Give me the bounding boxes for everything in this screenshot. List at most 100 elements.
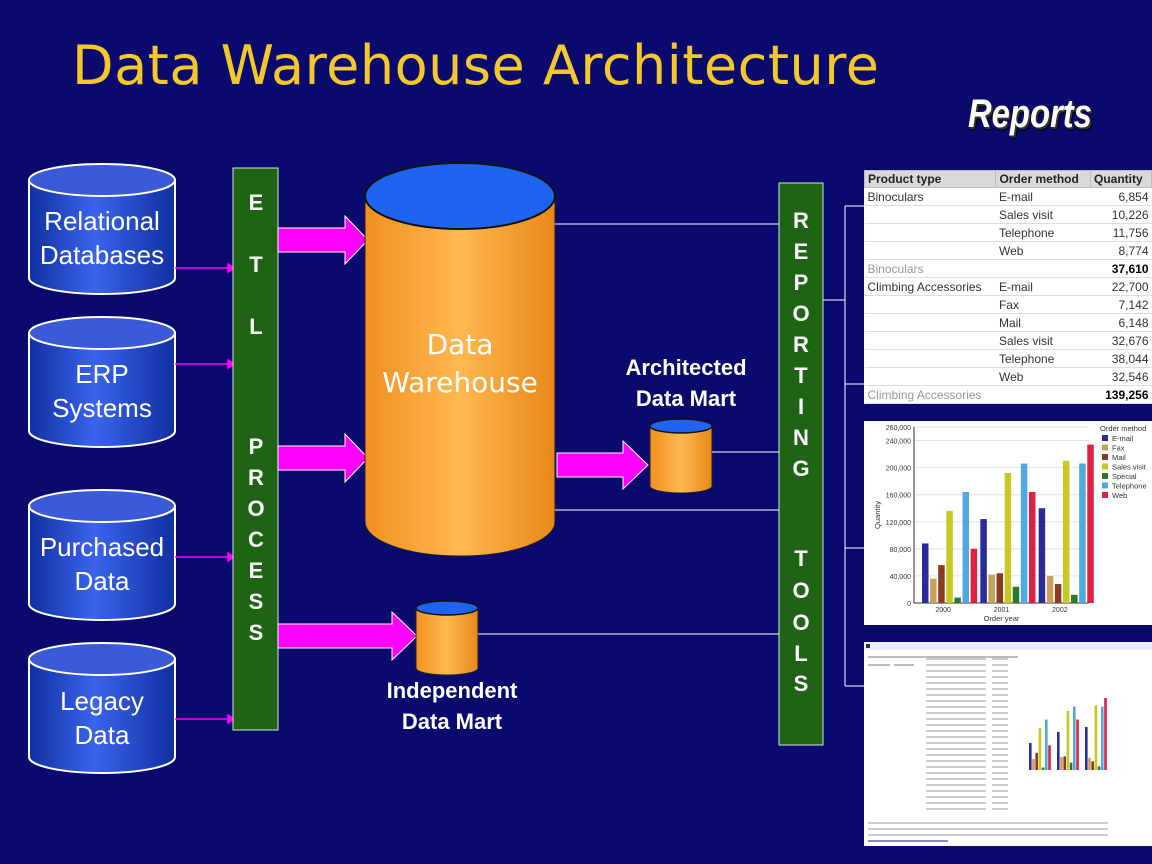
source-legacy-data-cylinder (28, 642, 176, 774)
legend-entry: Telephone (1112, 482, 1147, 491)
erp-systems-label: ERP Systems (29, 357, 175, 425)
legend-swatch (1102, 473, 1108, 479)
legend-swatch (1102, 492, 1108, 498)
reporting-letter: S (793, 671, 809, 696)
reporting-letter: T (794, 546, 808, 571)
data-warehouse-label: Data Warehouse (365, 326, 555, 402)
erp-systems-label-line2: Systems (52, 393, 152, 423)
cell-order-method: Web (995, 241, 1091, 260)
cell-quantity: 8,774 (1090, 241, 1152, 260)
reports-heading: Reports (968, 92, 1092, 136)
cell-quantity: 7,142 (1090, 295, 1152, 314)
bar-fax (988, 574, 995, 603)
etl-letter: C (248, 527, 264, 552)
etl-letter: R (248, 465, 264, 490)
column-header-product-type: Product type (863, 170, 997, 188)
y-tick-label: 0 (907, 601, 911, 608)
cell-product-type: Climbing Accessories (864, 385, 996, 404)
architected-data-mart-label: Architected Data Mart (596, 352, 776, 414)
relational-databases-label: Relational Databases (29, 204, 175, 272)
cell-order-method: E-mail (995, 187, 1091, 206)
cell-order-method: E-mail (995, 277, 1091, 296)
cell-quantity: 6,854 (1090, 187, 1152, 206)
source-connectors (175, 262, 236, 725)
cell-product-type (864, 241, 996, 260)
source-erp-systems-cylinder (28, 316, 176, 448)
legacy-data-label: Legacy Data (29, 684, 175, 752)
legend-entry: Fax (1112, 444, 1125, 453)
cell-quantity: 6,148 (1090, 313, 1152, 332)
y-tick-label: 80,000 (890, 547, 912, 554)
bar-mail (1054, 584, 1062, 603)
independent-data-mart-label-line1: Independent (386, 678, 518, 703)
report-table-panel: Product type Order method Quantity Binoc… (863, 170, 1152, 404)
erp-systems-label-line1: ERP (75, 359, 129, 389)
bar-web (1028, 491, 1036, 603)
cell-order-method: Sales visit (995, 331, 1091, 350)
bar-fax (930, 578, 937, 603)
reporting-letter: O (792, 301, 810, 326)
cell-quantity: 32,676 (1090, 331, 1152, 350)
independent-data-mart-label-line2: Data Mart (401, 709, 503, 734)
data-warehouse-cylinder (364, 162, 556, 557)
cell-order-method: Telephone (995, 349, 1091, 368)
bar-web (1087, 444, 1094, 603)
architected-data-mart-label-line1: Architected (625, 355, 747, 380)
x-tick-label: 2000 (935, 607, 951, 614)
cell-order-method (995, 385, 1091, 404)
cell-order-method: Fax (995, 295, 1091, 314)
etl-letter: O (247, 496, 265, 521)
reporting-letter: L (794, 641, 808, 666)
bar-fax (1046, 575, 1054, 603)
cell-quantity: 10,226 (1090, 205, 1152, 224)
cell-quantity: 11,756 (1090, 223, 1152, 242)
cell-order-method: Telephone (995, 223, 1091, 242)
cell-order-method (995, 259, 1091, 278)
independent-data-mart-cylinder (415, 600, 479, 676)
architected-data-mart-cylinder (649, 418, 713, 494)
etl-to-warehouse-arrow-top (277, 214, 369, 266)
bar-e-mail (980, 519, 987, 603)
cell-quantity: 139,256 (1090, 385, 1152, 404)
legend-entry: Web (1112, 491, 1127, 500)
cell-product-type (864, 313, 996, 332)
y-tick-label: 40,000 (890, 574, 912, 581)
cell-product-type (864, 331, 996, 350)
etl-to-warehouse-arrow-bottom (277, 432, 369, 484)
cell-product-type (864, 223, 996, 242)
cell-product-type: Binoculars (864, 187, 996, 206)
purchased-data-label: Purchased Data (24, 530, 180, 598)
etl-letter: P (248, 434, 264, 459)
etl-to-independent-mart-arrow (277, 610, 418, 662)
relational-databases-label-line2: Databases (39, 240, 165, 270)
legend-swatch (1102, 444, 1108, 451)
cell-product-type (864, 205, 996, 224)
legend-swatch (1102, 435, 1108, 441)
bar-mail (996, 573, 1004, 603)
source-purchased-data-cylinder (28, 489, 176, 621)
column-header-quantity: Quantity (1090, 170, 1152, 188)
cell-quantity: 38,044 (1090, 349, 1152, 368)
bar-chart-report: 040,00080,000120,000160,000200,000240,00… (864, 421, 1152, 625)
x-axis-label: Order year (984, 614, 1020, 623)
architected-data-mart-label-line2: Data Mart (635, 386, 737, 411)
reporting-tools-bar (778, 182, 824, 746)
legend-swatch (1102, 463, 1108, 470)
reporting-letter: E (793, 239, 809, 264)
reporting-letter: N (793, 425, 809, 450)
reporting-letter: T (794, 363, 808, 388)
bar-special (1012, 586, 1020, 603)
data-warehouse-label-line2: Warehouse (382, 366, 538, 399)
purchased-data-label-line1: Purchased (39, 532, 165, 562)
cell-product-type (864, 349, 996, 368)
legend-swatch (1102, 454, 1108, 460)
cell-order-method: Sales visit (995, 205, 1091, 224)
